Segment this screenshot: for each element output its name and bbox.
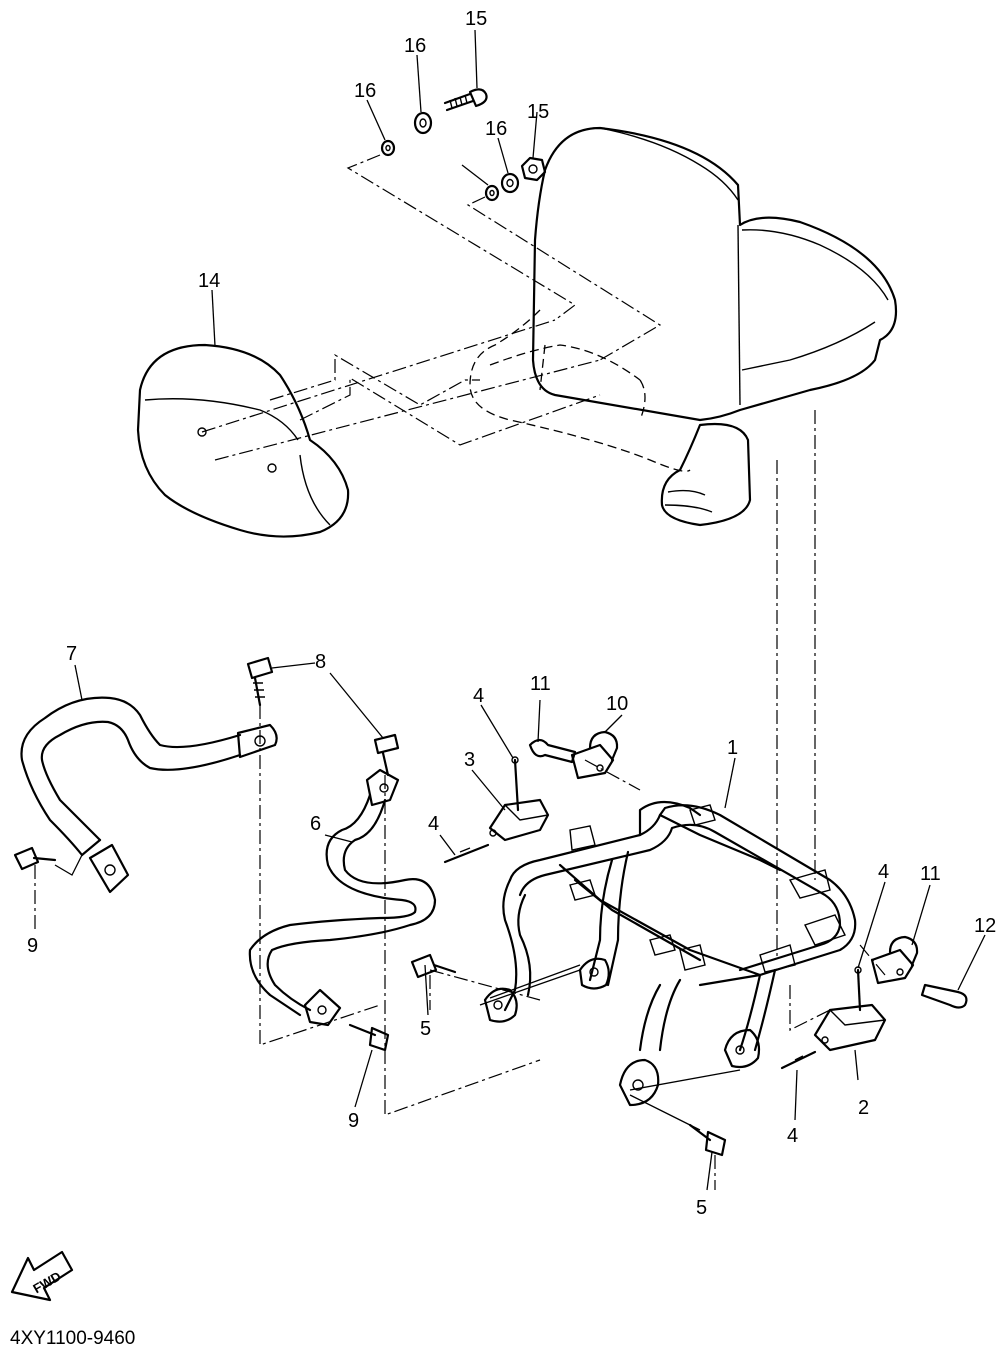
- callout-14: 15: [465, 8, 487, 30]
- pin-4-right: [854, 966, 862, 1012]
- callout-16-upper: 16: [354, 80, 376, 102]
- washer-16-upper: [380, 139, 396, 157]
- bracket-2: [813, 1003, 887, 1052]
- callout-11-upper: 11: [530, 673, 551, 695]
- callout-4-side: 4: [428, 813, 439, 835]
- washer-16-lower: [484, 184, 500, 202]
- diagram-code: 4XY1100-9460: [10, 1328, 135, 1349]
- bracket-3: [488, 798, 550, 842]
- leader-lines: [54, 29, 986, 1191]
- callout-4-right: 4: [878, 861, 889, 883]
- hardware-mount-lines: [346, 154, 662, 361]
- callout-11-lower: 12: [974, 915, 996, 937]
- callout-15-upper: 16: [404, 35, 426, 57]
- nut-13: [520, 156, 547, 182]
- rear-fender-light: [660, 422, 752, 527]
- carrier-frame-1: [483, 800, 857, 1107]
- callout-4-lower: 4: [787, 1125, 798, 1147]
- bolt-8-lower: [373, 733, 400, 777]
- grab-bar-6: [248, 768, 437, 1027]
- callout-10-upper: 10: [606, 693, 628, 715]
- callout-15-lower: 16: [485, 118, 507, 140]
- assembly-lines: [34, 410, 886, 1190]
- backrest-pad: [136, 343, 350, 538]
- bolt-9-lower: [348, 1023, 390, 1052]
- bracket-10-upper: [570, 730, 619, 780]
- callout-2: 2: [858, 1097, 869, 1119]
- bolt-9-left: [13, 846, 57, 871]
- fwd-arrow-icon: FWD: [10, 1250, 74, 1302]
- callout-numbers: 15 16 16 15 16 14 7 8 11 10 4 1 3 4 6 4 …: [27, 8, 996, 1219]
- bolt-5-lower: [688, 1123, 727, 1157]
- grab-bar-7: [20, 696, 278, 894]
- bolt-11-lower: [920, 983, 968, 1009]
- top-case: [531, 126, 898, 422]
- callout-1: 1: [727, 737, 738, 759]
- washer-15-upper: [413, 111, 433, 135]
- pin-4-side: [443, 843, 490, 864]
- backrest-mount-lines: [201, 319, 601, 461]
- callout-9-lower: 9: [348, 1110, 359, 1132]
- washer-15-lower: [500, 172, 520, 194]
- callout-5-left: 5: [420, 1018, 431, 1040]
- bolt-11-upper: [528, 738, 577, 764]
- callout-7: 7: [66, 643, 77, 665]
- callout-6: 6: [310, 813, 321, 835]
- callout-4-upper: 4: [473, 685, 484, 707]
- pin-4-upper: [511, 756, 520, 812]
- callout-8: 8: [315, 651, 326, 673]
- bolt-8-upper: [246, 656, 274, 707]
- callout-12: 14: [198, 270, 220, 292]
- bolt-14: [443, 88, 488, 112]
- pin-4-lower: [780, 1050, 817, 1070]
- bolt-5-left: [410, 953, 457, 979]
- callout-10-lower: 11: [920, 863, 941, 885]
- bracket-10-lower: [870, 935, 919, 985]
- callout-13: 15: [527, 101, 549, 123]
- motorcycle-rear-outline: [469, 309, 691, 472]
- callout-5-lower: 5: [696, 1197, 707, 1219]
- callout-9-left: 9: [27, 935, 38, 957]
- callout-3: 3: [464, 749, 475, 771]
